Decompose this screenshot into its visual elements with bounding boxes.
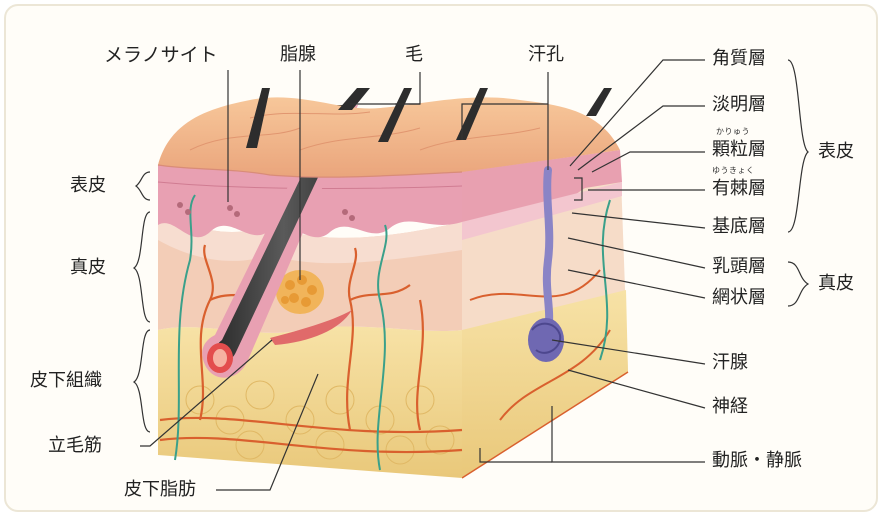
label-dermis-left: 真皮: [70, 259, 106, 277]
label-nerve: 神経: [712, 398, 748, 416]
label-stratum-granulosum: 顆粒層: [712, 141, 766, 159]
label-melanocyte: メラノサイト: [104, 46, 218, 65]
label-papillary-layer: 乳頭層: [712, 258, 766, 276]
label-sweat-pore: 汗孔: [528, 46, 564, 64]
sweat-duct-shape: [547, 170, 549, 330]
label-hair: 毛: [405, 46, 423, 64]
label-subcutaneous-tissue: 皮下組織: [30, 372, 102, 390]
ruby-stratum-granulosum: かりゅう: [716, 128, 750, 136]
label-sweat-gland: 汗腺: [712, 354, 748, 372]
label-sebaceous-gland: 脂腺: [280, 46, 316, 64]
label-stratum-basale: 基底層: [712, 218, 766, 236]
label-subcutaneous-fat: 皮下脂肪: [124, 481, 196, 499]
label-stratum-spinosum: 有棘層: [712, 180, 766, 198]
label-epidermis-left: 表皮: [70, 177, 106, 195]
ruby-stratum-spinosum: ゆうきょく: [712, 167, 755, 175]
label-stratum-lucidum: 淡明層: [712, 96, 766, 114]
label-artery-vein: 動脈・静脈: [712, 452, 802, 470]
label-dermis-right: 真皮: [818, 275, 854, 293]
label-epidermis-right: 表皮: [818, 143, 854, 161]
sweat-gland-shape: [528, 318, 564, 362]
label-reticular-layer: 網状層: [712, 289, 766, 307]
label-arrector-pili: 立毛筋: [48, 437, 102, 455]
label-stratum-corneum: 角質層: [712, 50, 766, 68]
